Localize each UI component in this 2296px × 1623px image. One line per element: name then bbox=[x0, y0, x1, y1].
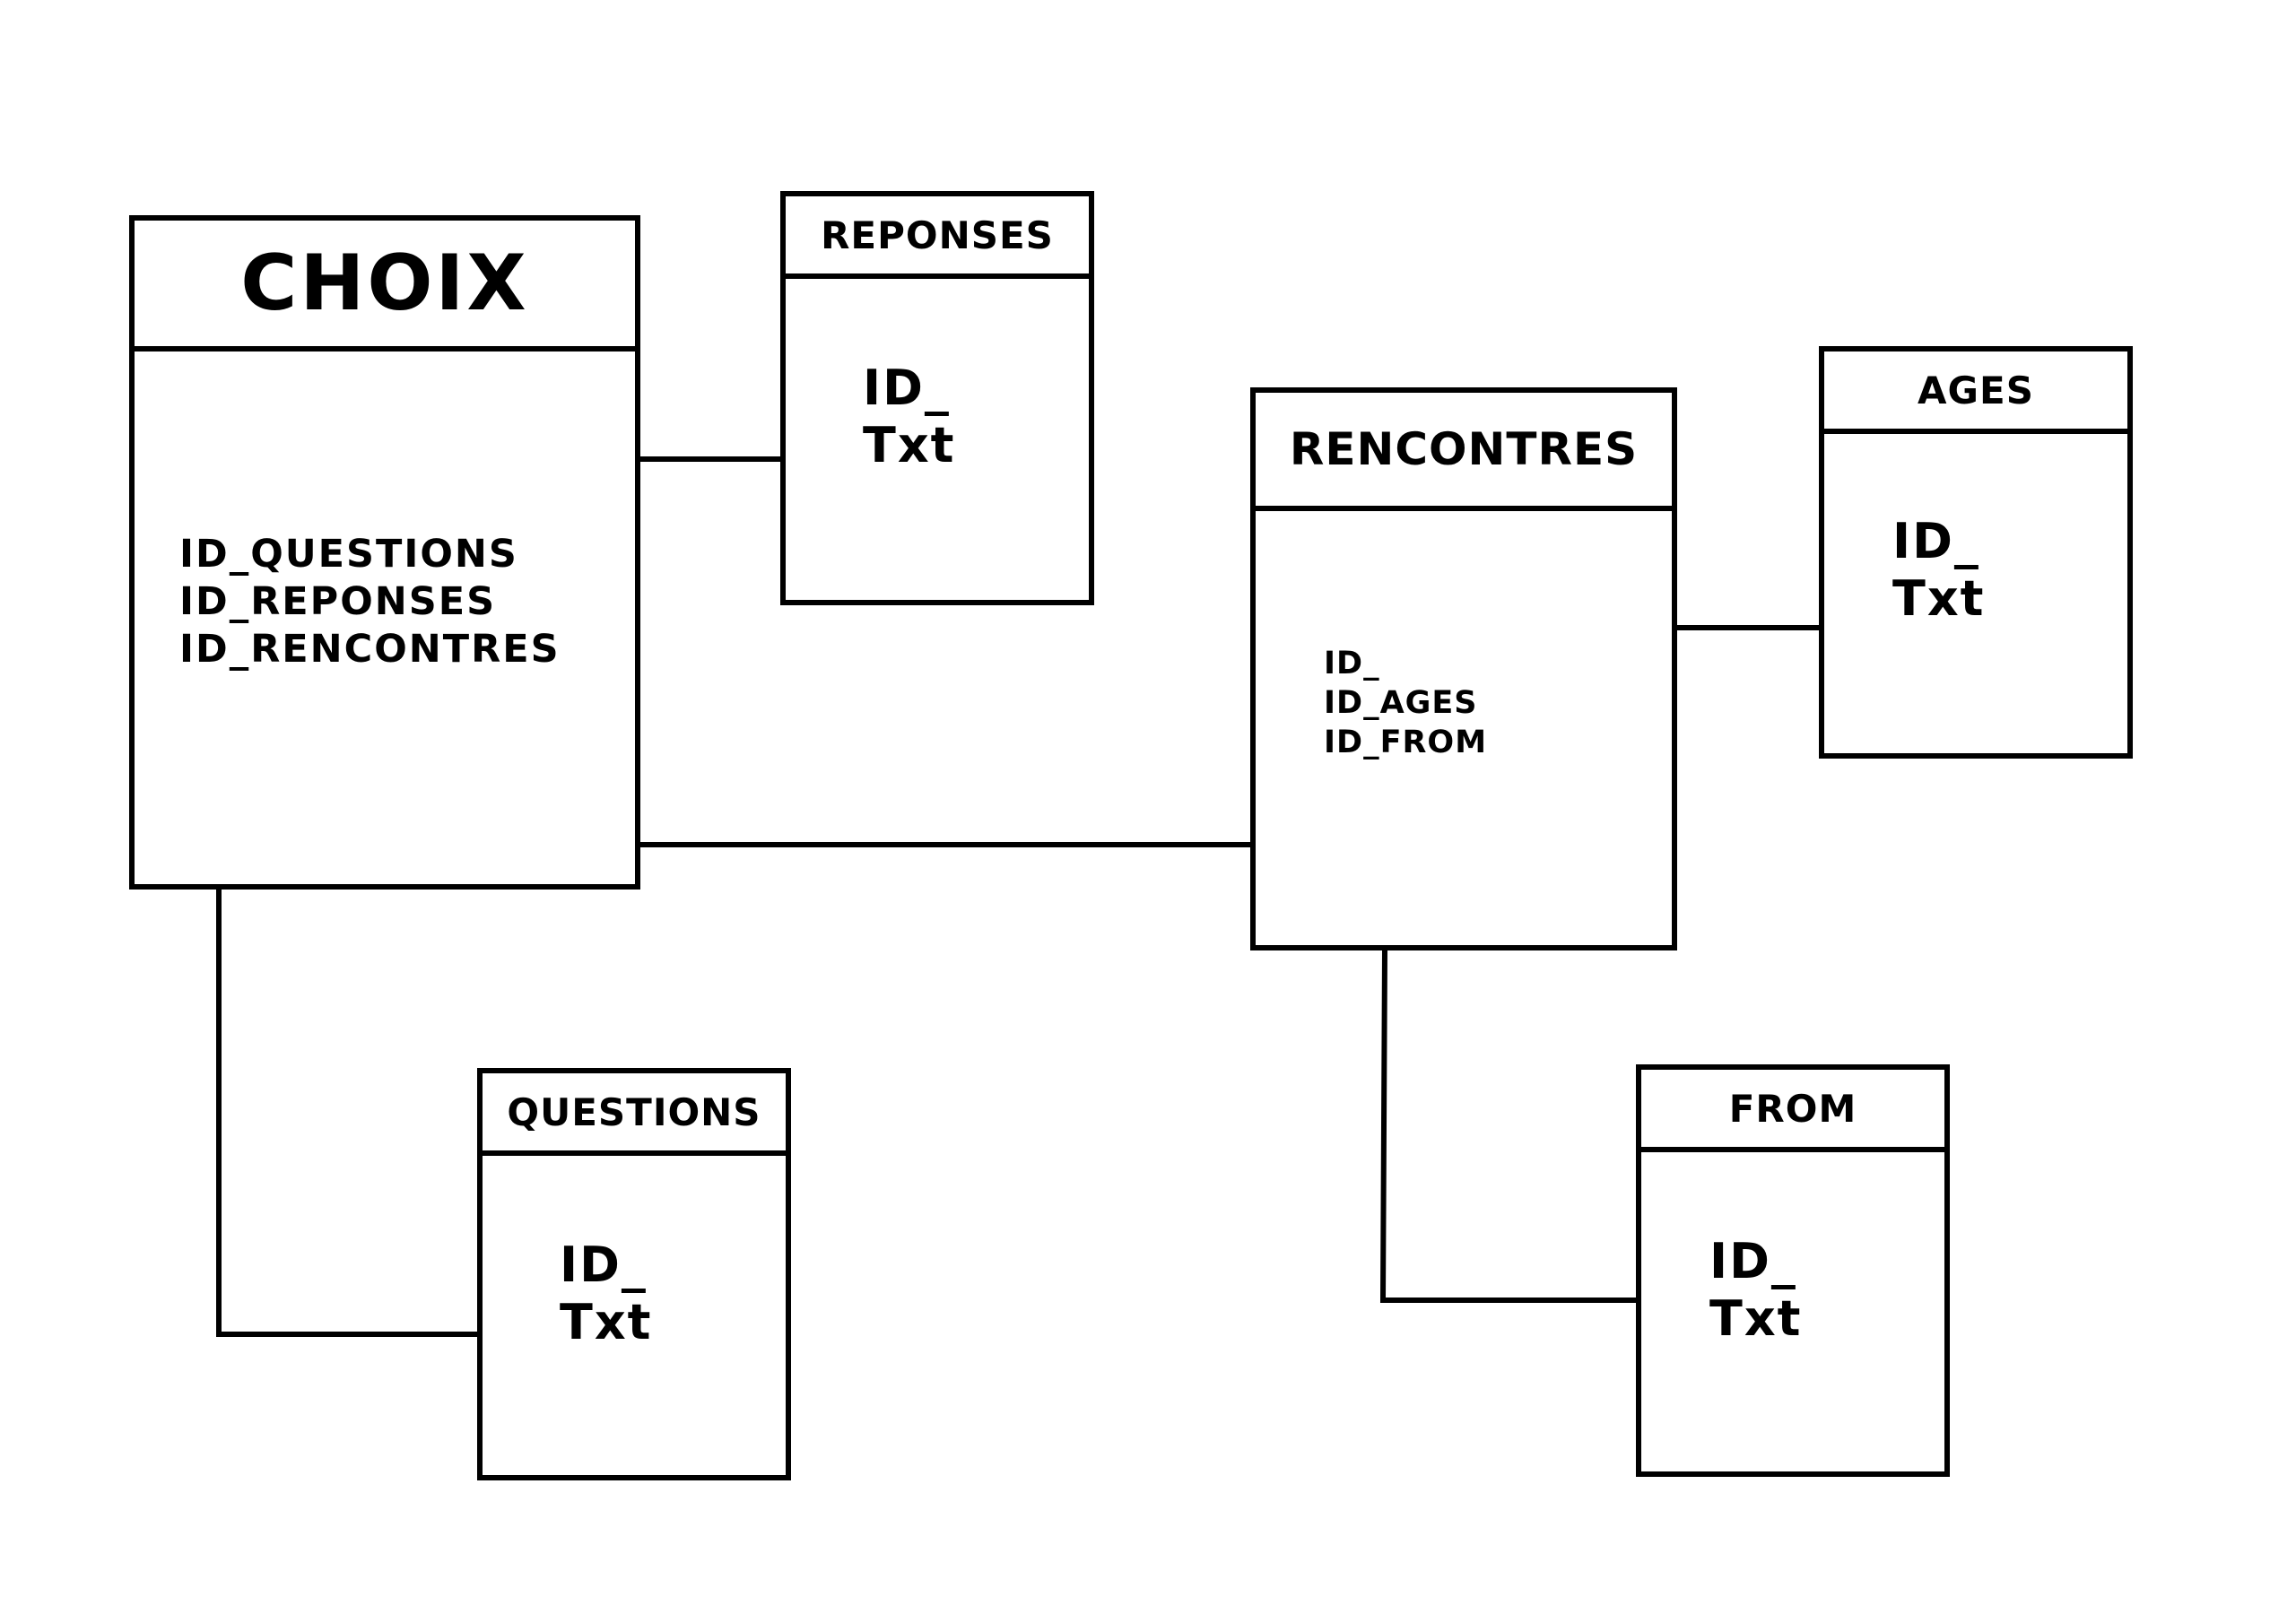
table-body-reponses: ID_ Txt bbox=[786, 279, 1089, 600]
table-title-rencontres: RENCONTRES bbox=[1256, 393, 1672, 511]
field-id-reponses: ID_REPONSES bbox=[179, 579, 497, 624]
table-body-from: ID_ Txt bbox=[1641, 1152, 1944, 1471]
table-body-rencontres: ID_ ID_AGES ID_FROM bbox=[1256, 511, 1672, 945]
table-title-from: FROM bbox=[1641, 1070, 1944, 1152]
table-rencontres: RENCONTRES ID_ ID_AGES ID_FROM bbox=[1250, 387, 1677, 950]
field-id-from: ID_FROM bbox=[1324, 725, 1488, 760]
table-questions: QUESTIONS ID_ Txt bbox=[477, 1068, 791, 1480]
table-choix: CHOIX ID_QUESTIONS ID_REPONSES ID_RENCON… bbox=[129, 215, 640, 890]
field-txt: Txt bbox=[560, 1294, 653, 1350]
table-title-reponses: REPONSES bbox=[786, 196, 1089, 279]
table-title-ages: AGES bbox=[1824, 352, 2127, 434]
table-body-choix: ID_QUESTIONS ID_REPONSES ID_RENCONTRES bbox=[135, 352, 635, 884]
link-choix-questions bbox=[216, 887, 480, 1337]
field-id-questions: ID_QUESTIONS bbox=[179, 532, 518, 577]
field-txt: Txt bbox=[863, 417, 956, 473]
field-id: ID_ bbox=[1892, 513, 1980, 569]
field-list-reponses: ID_ Txt bbox=[863, 360, 955, 474]
field-id-rencontres: ID_RENCONTRES bbox=[179, 627, 561, 672]
table-body-questions: ID_ Txt bbox=[483, 1156, 786, 1475]
field-list-questions: ID_ Txt bbox=[560, 1237, 652, 1351]
table-title-questions: QUESTIONS bbox=[483, 1073, 786, 1156]
field-list-ages: ID_ Txt bbox=[1892, 513, 1985, 628]
field-id: ID_ bbox=[560, 1237, 648, 1293]
field-id: ID_ bbox=[1709, 1233, 1797, 1289]
table-reponses: REPONSES ID_ Txt bbox=[780, 191, 1094, 605]
field-list-choix: ID_QUESTIONS ID_REPONSES ID_RENCONTRES bbox=[179, 531, 561, 673]
table-title-choix: CHOIX bbox=[135, 221, 635, 352]
field-txt: Txt bbox=[1892, 570, 1986, 627]
field-list-rencontres: ID_ ID_AGES ID_FROM bbox=[1324, 644, 1487, 762]
link-rencontres-from bbox=[1379, 947, 1639, 1303]
field-id: ID_ bbox=[863, 360, 951, 416]
field-id-ages: ID_AGES bbox=[1324, 685, 1478, 721]
field-id: ID_ bbox=[1324, 646, 1380, 681]
table-from: FROM ID_ Txt bbox=[1636, 1064, 1950, 1477]
table-ages: AGES ID_ Txt bbox=[1819, 346, 2133, 759]
field-txt: Txt bbox=[1709, 1290, 1803, 1347]
table-body-ages: ID_ Txt bbox=[1824, 434, 2127, 753]
field-list-from: ID_ Txt bbox=[1709, 1233, 1802, 1348]
